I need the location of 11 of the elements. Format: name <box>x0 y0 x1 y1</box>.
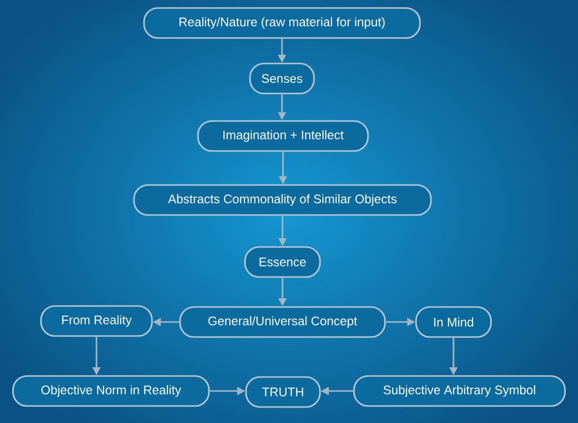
process-box: From Reality <box>40 305 153 337</box>
process-box: In Mind <box>415 306 492 338</box>
process-box: Reality/Nature (raw material for input) <box>143 7 421 39</box>
process-box: Abstracts Commonality of Similar Objects <box>133 184 432 216</box>
process-box: Subjective Arbitrary Symbol <box>353 375 566 407</box>
process-box: TRUTH <box>245 376 321 408</box>
process-box: Essence <box>244 246 321 278</box>
process-box: Objective Norm in Reality <box>12 375 210 407</box>
process-box: General/Universal Concept <box>179 306 386 338</box>
process-box: Imagination + Intellect <box>197 120 369 152</box>
process-box: Senses <box>249 62 315 94</box>
